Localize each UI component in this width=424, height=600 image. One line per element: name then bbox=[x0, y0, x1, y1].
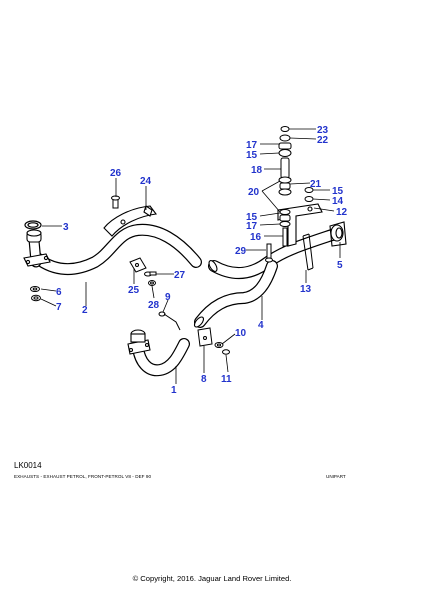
flange-5 bbox=[329, 221, 347, 247]
nut-28 bbox=[148, 280, 156, 286]
callout-7: 7 bbox=[56, 302, 62, 313]
callout-23: 23 bbox=[317, 125, 329, 136]
callout-27: 27 bbox=[174, 270, 186, 281]
clamp-9 bbox=[158, 311, 181, 331]
diagram-reference: LK0014 bbox=[14, 461, 42, 470]
callout-2: 2 bbox=[82, 305, 88, 316]
callout-17-upper: 17 bbox=[246, 140, 258, 151]
callout-6: 6 bbox=[56, 287, 62, 298]
callout-17-lower: 17 bbox=[246, 221, 258, 232]
front-pipe-left bbox=[28, 223, 202, 276]
callout-26: 26 bbox=[110, 168, 122, 179]
clamp-bracket-8 bbox=[197, 327, 213, 347]
callout-28: 28 bbox=[148, 300, 160, 311]
callout-15-lower: 15 bbox=[246, 212, 258, 223]
brand-label: UNIPART bbox=[326, 474, 346, 479]
leader-lines bbox=[40, 128, 341, 384]
washer-10 bbox=[214, 342, 224, 348]
callout-8: 8 bbox=[201, 374, 207, 385]
front-pipe-1 bbox=[132, 338, 190, 377]
clamp-25 bbox=[129, 257, 147, 273]
gasket-3 bbox=[24, 220, 42, 230]
callout-3: 3 bbox=[63, 222, 69, 233]
callout-13: 13 bbox=[300, 284, 312, 295]
callout-29: 29 bbox=[235, 246, 247, 257]
callout-5: 5 bbox=[337, 260, 343, 271]
washer-7 bbox=[31, 294, 41, 302]
callout-16: 16 bbox=[250, 232, 262, 243]
callout-15-upper: 15 bbox=[246, 150, 258, 161]
callout-14: 14 bbox=[332, 196, 344, 207]
callout-20: 20 bbox=[248, 187, 260, 198]
stud-13 bbox=[302, 233, 314, 271]
flange-1 bbox=[127, 329, 151, 355]
callout-9: 9 bbox=[165, 292, 171, 303]
callout-15-right: 15 bbox=[332, 186, 344, 197]
diagram-caption: EXHAUSTS - EXHAUST PETROL, FRONT-PETROL … bbox=[14, 474, 152, 479]
callout-24: 24 bbox=[140, 176, 152, 187]
bolt-26 bbox=[111, 195, 120, 209]
callout-11: 11 bbox=[221, 374, 232, 385]
callout-21: 21 bbox=[310, 179, 322, 190]
pipe-end-cuffs bbox=[193, 260, 218, 328]
callout-10: 10 bbox=[235, 328, 247, 339]
bolt-29 bbox=[265, 243, 273, 263]
callout-12: 12 bbox=[336, 207, 348, 218]
nut-6 bbox=[30, 286, 40, 292]
callout-25: 25 bbox=[128, 285, 140, 296]
callout-1: 1 bbox=[171, 385, 177, 396]
copyright-notice: © Copyright, 2016. Jaguar Land Rover Lim… bbox=[132, 574, 292, 583]
callout-22: 22 bbox=[317, 135, 329, 146]
callout-18: 18 bbox=[251, 165, 263, 176]
callout-4: 4 bbox=[258, 320, 264, 331]
callout-labels: 1 2 3 4 5 6 7 8 9 10 11 12 13 14 15 15 1… bbox=[56, 125, 348, 396]
mount-stack bbox=[278, 126, 292, 247]
bolt-27 bbox=[144, 271, 157, 277]
nut-11 bbox=[222, 349, 230, 355]
flange-left bbox=[23, 229, 51, 267]
